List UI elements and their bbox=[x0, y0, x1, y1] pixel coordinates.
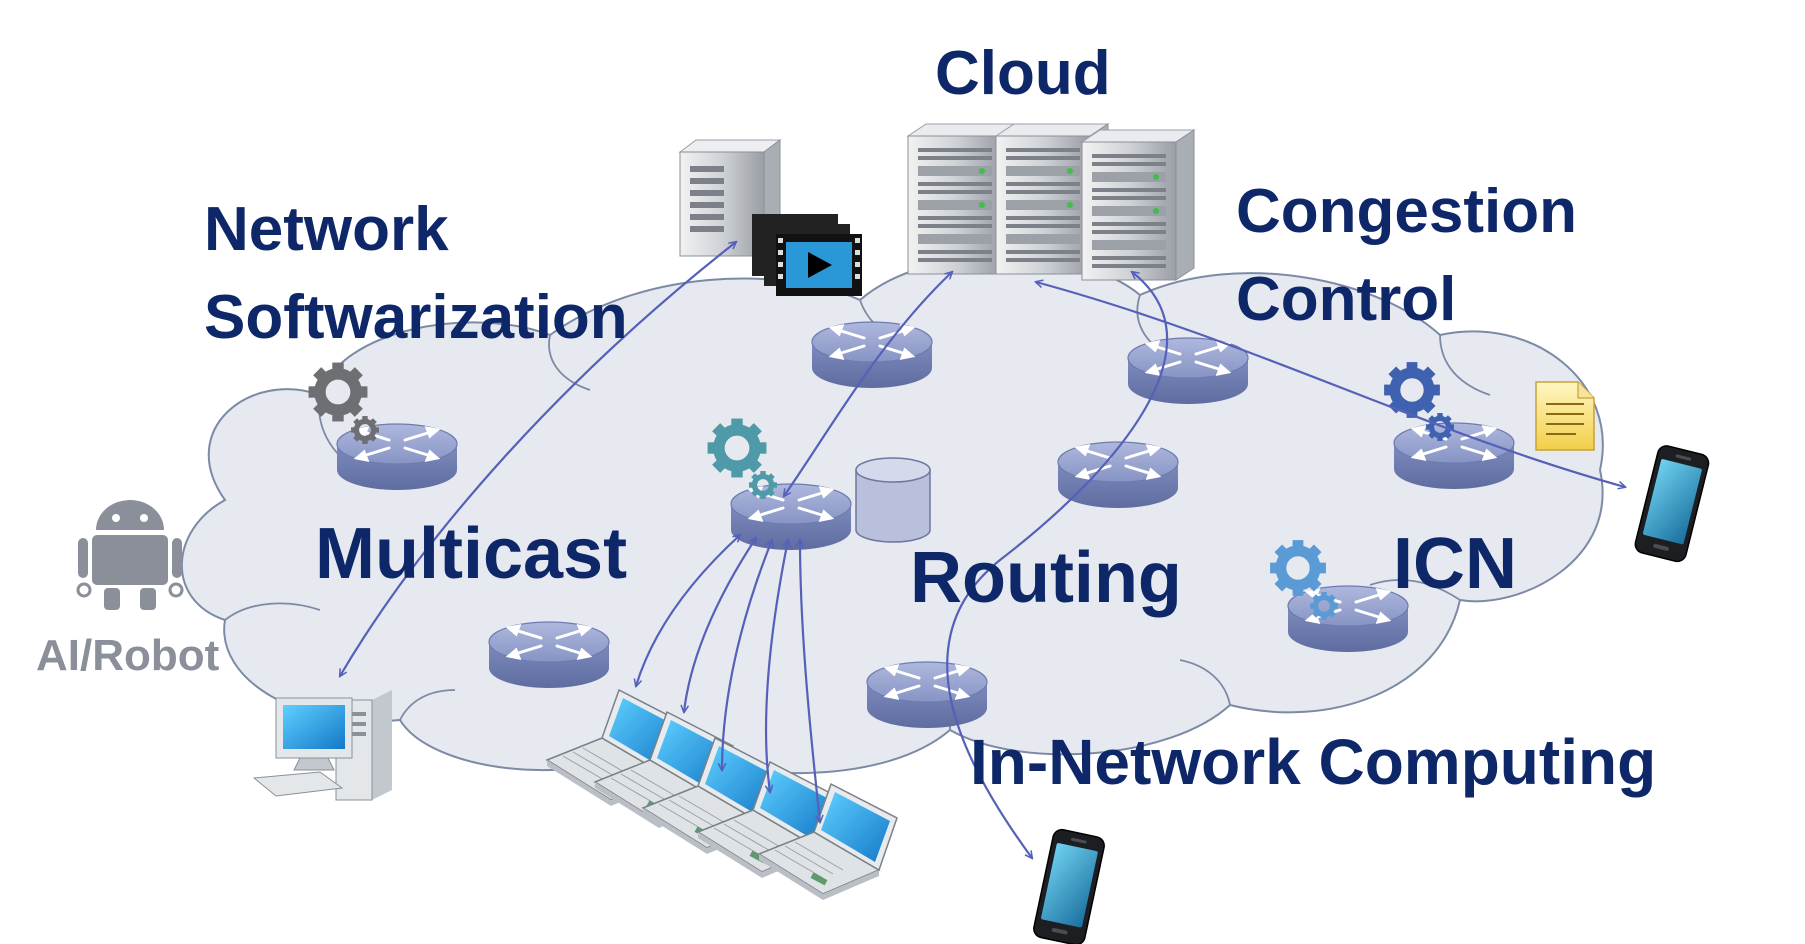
label-routing: Routing bbox=[910, 538, 1182, 618]
label-congestion-control-line1: Congestion bbox=[1236, 177, 1577, 246]
label-multicast: Multicast bbox=[315, 514, 627, 594]
label-cloud: Cloud bbox=[935, 39, 1111, 108]
flow-arrows bbox=[340, 242, 1625, 858]
cloud-servers bbox=[907, 123, 1195, 281]
router-icon bbox=[487, 620, 611, 690]
label-network-softwarization-line1: Network bbox=[204, 195, 449, 264]
label-congestion-control-line2: Control bbox=[1236, 265, 1456, 334]
smartphone-icon bbox=[1031, 827, 1107, 944]
router-icon bbox=[1126, 336, 1250, 406]
router-icon bbox=[1056, 440, 1180, 510]
label-in-network-computing: In-Network Computing bbox=[970, 726, 1656, 798]
database-icon bbox=[855, 457, 931, 543]
document-icon bbox=[1535, 381, 1595, 451]
router-icon bbox=[810, 320, 934, 390]
smartphone-icon bbox=[1632, 443, 1712, 565]
label-ai-robot: AI/Robot bbox=[36, 631, 220, 680]
router-icon bbox=[1286, 584, 1410, 654]
desktop-computer-icon bbox=[252, 690, 392, 801]
label-icn: ICN bbox=[1393, 524, 1517, 604]
video-server bbox=[678, 139, 862, 296]
router-icon bbox=[865, 660, 989, 730]
label-network-softwarization-line2: Softwarization bbox=[204, 283, 628, 352]
robot-icon bbox=[76, 500, 184, 610]
labels: Cloud Network Softwarization Congestion … bbox=[36, 39, 1656, 798]
video-play-icon bbox=[752, 214, 862, 296]
server-rack-icon bbox=[1081, 129, 1195, 281]
router-icon bbox=[1392, 421, 1516, 491]
router-icon bbox=[729, 482, 853, 552]
